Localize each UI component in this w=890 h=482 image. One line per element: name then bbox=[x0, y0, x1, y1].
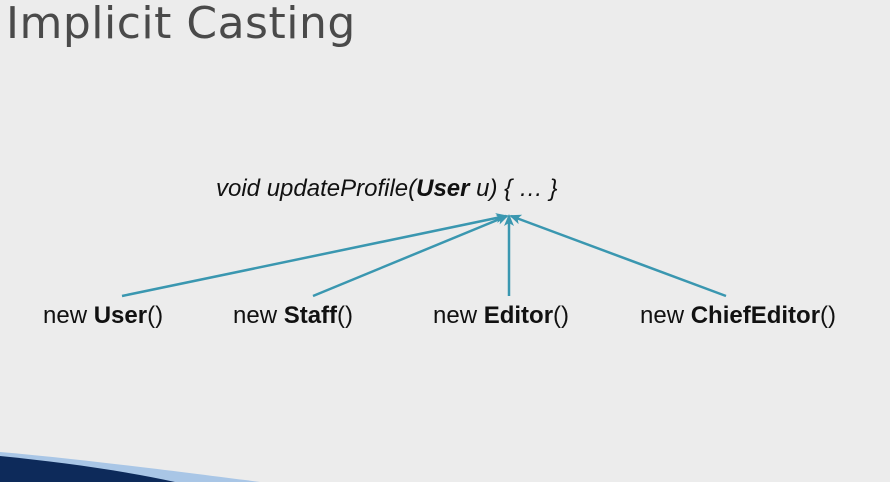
constructor-class-name: ChiefEditor bbox=[690, 302, 821, 329]
constructor-parens: () bbox=[337, 302, 354, 329]
constructor-parens: () bbox=[553, 302, 570, 329]
signature-param-type: User bbox=[416, 175, 470, 202]
constructor-editor: new Editor() bbox=[433, 302, 569, 330]
arrow-user-to-param bbox=[121, 213, 508, 298]
constructor-parens: () bbox=[147, 302, 164, 329]
constructor-keyword: new bbox=[433, 302, 484, 329]
arrow-chief-editor-to-param bbox=[509, 214, 727, 298]
constructor-keyword: new bbox=[640, 302, 691, 329]
constructor-class-name: User bbox=[93, 302, 148, 329]
constructor-keyword: new bbox=[43, 302, 94, 329]
constructor-user: new User() bbox=[43, 302, 163, 330]
constructor-parens: () bbox=[820, 302, 837, 329]
signature-prefix: void updateProfile( bbox=[216, 175, 417, 202]
constructor-chief-editor: new ChiefEditor() bbox=[640, 302, 836, 330]
slide-title: Implicit Casting bbox=[6, 0, 356, 49]
method-signature: void updateProfile(User u) { … } bbox=[216, 175, 558, 203]
decorative-swoosh bbox=[0, 452, 260, 482]
arrow-staff-to-param bbox=[312, 214, 509, 298]
signature-suffix: u) { … } bbox=[469, 175, 558, 202]
constructor-class-name: Editor bbox=[483, 302, 554, 329]
constructor-keyword: new bbox=[233, 302, 284, 329]
constructor-staff: new Staff() bbox=[233, 302, 353, 330]
constructor-class-name: Staff bbox=[283, 302, 338, 329]
